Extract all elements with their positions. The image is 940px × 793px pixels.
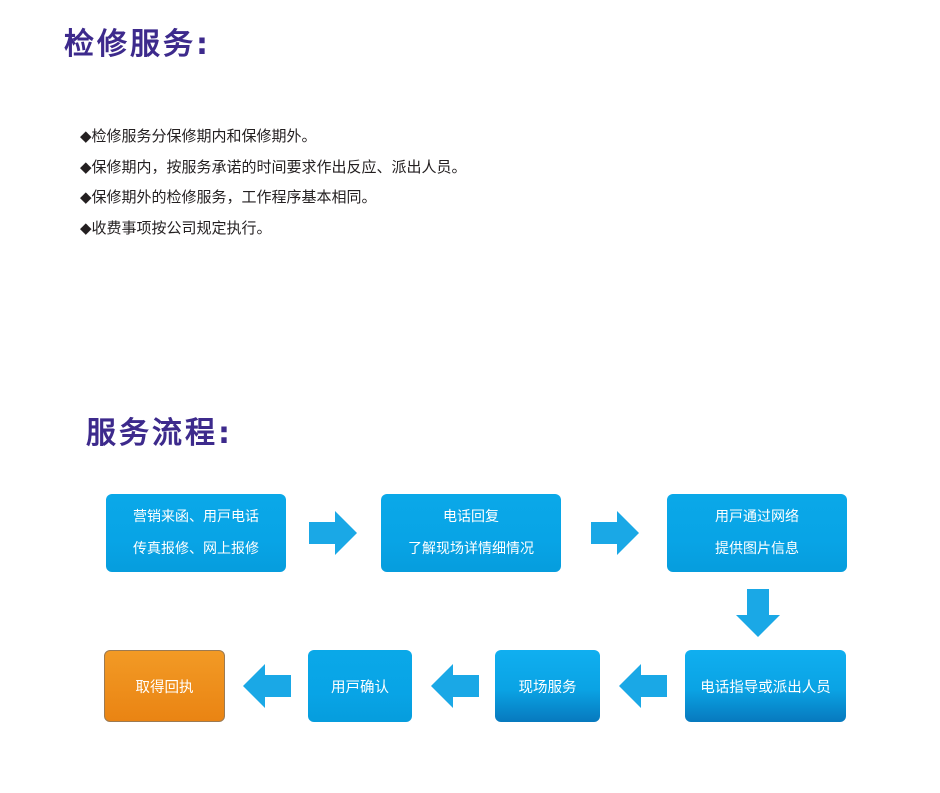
step-text: 营销来函、用戸电话 (133, 509, 259, 525)
step-text: 电话指导或派出人员 (700, 679, 831, 696)
list-item: ◆保修期内，按服务承诺的时间要求作出反应、派出人员。 (80, 157, 467, 176)
step-box-phone-reply: 电话回复 了解现场详情细情况 (381, 494, 561, 572)
list-item: ◆保修期外的检修服务，工作程序基本相同。 (80, 188, 377, 206)
arrow-left-icon (619, 664, 667, 708)
repair-service-list: ◆检修服务分保修期内和保修期外。 ◆保修期内，按服务承诺的时间要求作出反应、派出… (80, 121, 467, 243)
arrow-right-icon (309, 511, 357, 555)
step-text: 用戸通过网络 (715, 509, 799, 525)
step-box-dispatch: 电话指导或派出人员 (685, 650, 846, 722)
step-text: 传真报修、网上报修 (133, 541, 259, 557)
list-item: ◆收费事项按公司规定执行。 (80, 218, 272, 237)
step-box-report: 营销来函、用戸电话 传真报修、网上报修 (106, 494, 286, 572)
step-box-onsite-service: 现场服务 (495, 650, 600, 722)
step-box-online-images: 用戸通过网络 提供图片信息 (667, 494, 847, 572)
step-text: 提供图片信息 (715, 541, 799, 557)
repair-service-title: 检修服务: (64, 27, 211, 62)
step-box-receipt: 取得回执 (104, 650, 225, 722)
step-text: 取得回执 (135, 679, 194, 696)
step-box-user-confirm: 用戸确认 (308, 650, 412, 722)
step-text: 了解现场详情细情况 (408, 541, 534, 557)
step-text: 现场服务 (518, 679, 577, 696)
arrow-left-icon (431, 664, 479, 708)
list-item: ◆检修服务分保修期内和保修期外。 (80, 127, 317, 145)
service-process-title: 服务流程: (86, 416, 233, 451)
arrow-right-icon (591, 511, 639, 555)
arrow-left-icon (243, 664, 291, 708)
step-text: 电话回复 (443, 509, 499, 525)
arrow-down-icon (736, 589, 780, 637)
step-text: 用戸确认 (331, 679, 389, 696)
